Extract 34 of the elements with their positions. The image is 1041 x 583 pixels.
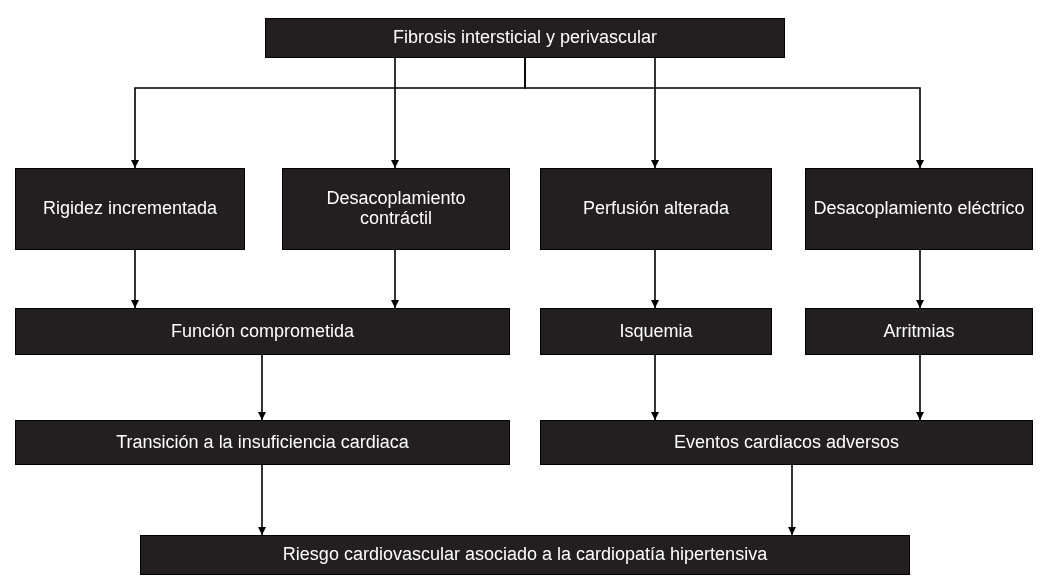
process-box [15,420,510,465]
box-label: Arritmias [883,321,955,342]
process-box [805,168,1033,250]
arrow [524,57,924,169]
arrow [651,57,659,169]
arrow [391,57,399,169]
arrow [131,249,139,309]
process-box [282,168,510,250]
process-box [540,308,772,355]
arrow [651,249,659,309]
process-box [540,168,772,250]
box-label: Transición a la insuficiencia cardiaca [116,432,409,453]
box-label: Eventos cardiacos adversos [673,432,900,453]
process-box [140,535,910,575]
box-label: Fibrosis intersticial y perivascular [392,28,658,48]
process-box [540,420,1033,465]
box-label: Perfusión alterada [582,199,730,219]
box-label: Desacoplamiento contráctil [325,189,467,229]
arrow [788,464,796,536]
process-box [805,308,1033,355]
process-box [15,168,245,250]
arrow [391,249,399,309]
arrow [651,354,659,421]
box-label: Isquemia [619,321,693,342]
box-label: Función comprometida [170,321,355,342]
arrow [916,354,924,421]
box-label: Desacoplamiento eléctrico [813,199,1025,219]
arrow [916,249,924,309]
box-label: Rigidez incrementada [42,199,218,219]
arrow [258,354,266,421]
process-box [265,18,785,58]
process-box [15,308,510,355]
arrow [258,464,266,536]
box-label: Riesgo cardiovascular asociado a la cardiopatía hipertensiva [282,545,768,565]
